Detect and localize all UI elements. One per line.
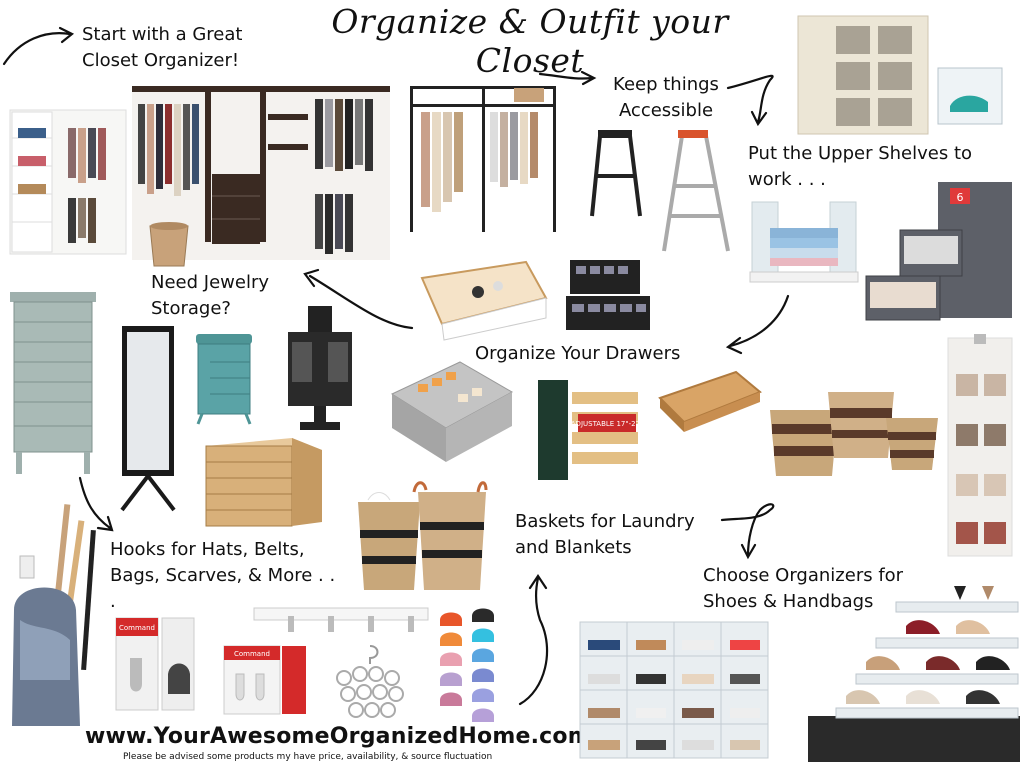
clear-shoe-box-image — [937, 67, 1003, 125]
wall-hook-rail-image — [253, 607, 429, 632]
arrow-jewelry — [303, 268, 414, 330]
caption-upper-shelves: Put the Upper Shelves to work . . . — [748, 143, 973, 190]
hanging-clothes-left — [138, 104, 199, 196]
woven-laundry-baskets-image — [358, 481, 488, 590]
adjustable-label: ADJUSTABLE 17"-22" — [571, 420, 643, 428]
cap-organizer-image — [440, 608, 494, 722]
arrow-accessible-loop — [726, 74, 774, 127]
arrow-baskets-up — [518, 574, 549, 706]
shelf-divider-image — [749, 201, 859, 283]
caption-start: Start with a Great Closet Organizer! — [82, 24, 243, 71]
arrow-shelves-down — [725, 294, 790, 355]
command-label-1: Command — [119, 624, 155, 632]
page-title: Organize & Outfit your Closet — [331, 2, 729, 80]
fabric-drawer-organizers-image — [390, 361, 514, 462]
teal-jewelry-box-image — [196, 334, 252, 425]
hanging-purse-organizer-image — [947, 334, 1013, 557]
arrow-start — [2, 26, 75, 66]
command-clear-hooks-image: Command — [223, 645, 306, 715]
caption-shoes: Choose Organizers for Shoes & Handbags — [703, 565, 904, 612]
arrow-hooks — [78, 476, 114, 532]
striped-baskets-image — [770, 392, 938, 476]
shoe-cube-cabinet-image — [797, 15, 929, 135]
caption-jewelry: Need Jewelry Storage? — [151, 272, 269, 319]
drawer-dividers-image: ADJUSTABLE 17"-22" — [538, 380, 643, 480]
command-label-2: Command — [234, 650, 270, 658]
command-hooks-package-image: Command — [115, 617, 195, 711]
caption-accessible: Keep things Accessible — [613, 74, 719, 121]
step-ladders-image — [590, 130, 730, 252]
backpack-hook-image — [12, 504, 96, 726]
wicker-hamper-image — [149, 222, 189, 267]
website-url[interactable]: www.YourAwesomeOrganizedHome.com — [85, 724, 591, 749]
hanging-clothes-right — [315, 99, 373, 254]
mirror-jewelry-cabinet-image — [120, 326, 176, 512]
fabric-storage-bins-image: 6 — [865, 182, 1012, 321]
black-garment-rack-image — [410, 86, 556, 232]
clear-shoe-boxes-image — [579, 621, 769, 759]
arrow-shoes-loop — [720, 503, 775, 560]
acrylic-shoe-rack-image — [808, 586, 1020, 762]
bin-count-label: 6 — [957, 191, 964, 204]
wooden-drawer-cabinet-image — [205, 438, 322, 527]
caption-baskets: Baskets for Laundry and Blankets — [515, 511, 695, 558]
caption-hooks: Hooks for Hats, Belts, Bags, Scarves, & … — [110, 539, 336, 612]
white-closet-unit-image — [9, 109, 127, 255]
caption-drawers: Organize Your Drawers — [475, 343, 681, 364]
sage-jewelry-armoire-image — [10, 292, 96, 474]
sock-organizer-image — [566, 260, 650, 330]
scarf-ring-hanger-image — [336, 645, 404, 718]
disclaimer-text: Please be advised some products my have … — [123, 752, 493, 762]
jewelry-tower-image — [288, 306, 352, 430]
wooden-tray-image — [658, 370, 762, 432]
drawer-tray-image — [420, 260, 548, 341]
arrow-accessible — [538, 70, 597, 86]
